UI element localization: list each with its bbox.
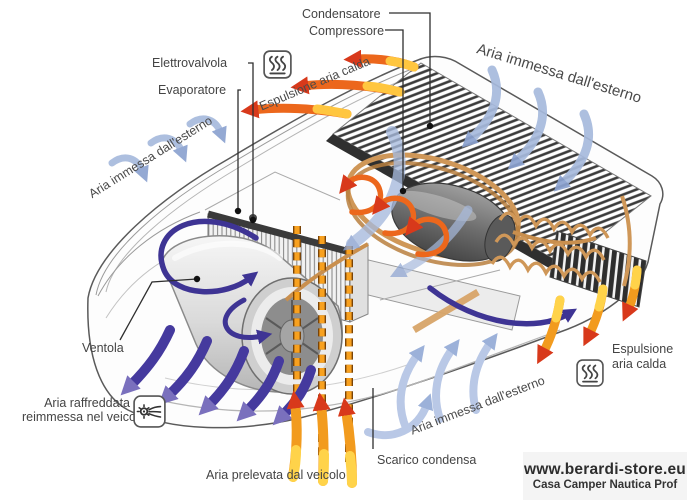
label-aria-prelevata: Aria prelevata dal veicolo [206,468,346,482]
website-tagline: Casa Camper Nautica Prof [532,479,678,491]
extracted-air-dashed-columns [293,226,353,462]
label-espulsione-right-line2: aria calda [612,357,667,371]
label-ventola: Ventola [82,341,124,355]
heat-waves-icon [263,50,292,84]
label-scarico-condensa: Scarico condensa [377,453,477,467]
website-url: www.berardi-store.eu [524,461,686,478]
condenser-coil [490,195,632,287]
label-condensatore: Condensatore [302,7,381,21]
external-air-arrows [108,65,594,440]
label-evaporatore: Evaporatore [158,83,227,97]
heat-waves-icon [576,359,604,392]
label-espulsione-right-line1: Espulsione [612,342,674,356]
label-espulsione-right: Espulsione aria calda [612,342,673,372]
blower-fan [161,235,343,395]
side-exhaust-vent [549,230,647,308]
label-aria-raffreddata: Aria raffreddata reimmessa nel veicolo [22,396,146,424]
label-elettrovalvola: Elettrovalvola [152,56,228,70]
branding-box: www.berardi-store.eu Casa Camper Nautica… [523,452,687,500]
fan-airflow-icon [133,395,166,433]
label-aria-raffreddata-line2: reimmessa nel veicolo [22,410,146,424]
warm-air-arrows [240,49,642,488]
label-compressore: Compressore [309,24,385,38]
label-aria-raffreddata-line1: Aria raffreddata [44,396,130,410]
leader-lines [119,12,434,449]
